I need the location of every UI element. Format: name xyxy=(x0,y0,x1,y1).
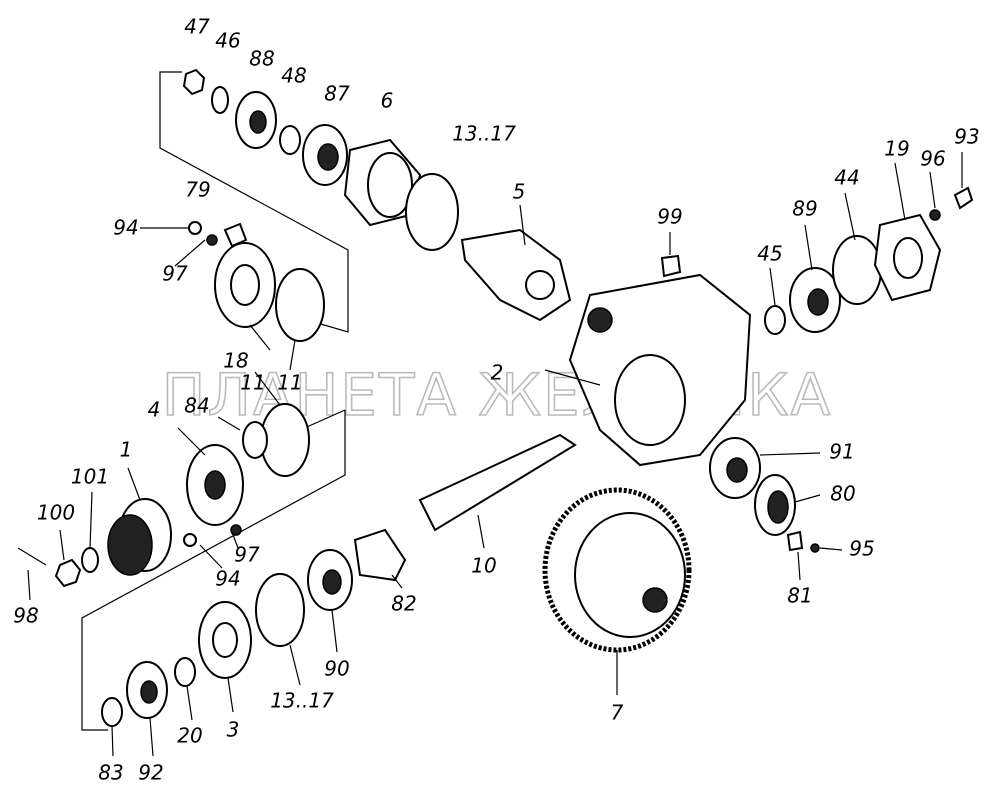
part-label-46: 46 xyxy=(215,29,240,53)
drive-gear-5 xyxy=(460,228,572,322)
part-label-48: 48 xyxy=(281,64,306,88)
shim-44 xyxy=(832,235,882,305)
washer-101 xyxy=(81,547,99,573)
part-label-92: 92 xyxy=(138,761,163,785)
parts xyxy=(17,68,974,727)
part-label-5: 5 xyxy=(513,180,526,204)
part-label-87: 87 xyxy=(324,82,350,106)
ring-84 xyxy=(242,421,268,459)
part-label-90: 90 xyxy=(324,657,349,681)
part-label-45: 45 xyxy=(757,242,782,266)
lock-81 xyxy=(786,530,804,552)
part-label-100: 100 xyxy=(37,501,75,525)
part-label-84: 84 xyxy=(184,394,209,418)
part-label-91: 91 xyxy=(829,440,854,464)
spacer-48 xyxy=(279,125,301,155)
part-label-82: 82 xyxy=(391,592,416,616)
part-label-97-top: 97 xyxy=(162,262,188,286)
leader-lines xyxy=(27,152,963,757)
bolt-94-bottom xyxy=(183,533,197,547)
part-label-47: 47 xyxy=(184,15,210,39)
nut-47 xyxy=(182,68,206,96)
washer-97-top xyxy=(206,234,218,246)
shim-11-mid xyxy=(260,403,310,477)
washer-96 xyxy=(929,209,941,221)
part-label-101: 101 xyxy=(71,465,109,489)
part-label-4: 4 xyxy=(148,398,161,422)
part-label-93: 93 xyxy=(954,125,979,149)
shim-13-17-top xyxy=(405,173,459,251)
part-label-1: 1 xyxy=(120,438,133,462)
part-label-95: 95 xyxy=(849,537,874,561)
part-label-94-top: 94 xyxy=(113,216,138,240)
part-label-88: 88 xyxy=(249,47,274,71)
part-label-99: 99 xyxy=(657,205,682,229)
plug-99 xyxy=(660,254,682,278)
part-label-3: 3 xyxy=(227,718,240,742)
part-label-97-bottom: 97 xyxy=(234,543,260,567)
nut-100 xyxy=(54,558,82,588)
ring-45 xyxy=(764,305,786,335)
part-label-79: 79 xyxy=(185,178,210,202)
part-label-20: 20 xyxy=(177,724,202,748)
part-label-18: 18 xyxy=(223,349,248,373)
cotter-pin-98 xyxy=(17,547,47,566)
shaft-10 xyxy=(418,433,577,532)
washer-97-bottom xyxy=(230,524,242,536)
plate-79 xyxy=(223,222,248,248)
part-label-94-bottom: 94 xyxy=(215,567,240,591)
part-label-13-17-top: 13..17 xyxy=(452,122,516,146)
part-label-7: 7 xyxy=(611,701,624,725)
gear-82 xyxy=(353,528,407,582)
part-label-11-b: 11 xyxy=(240,371,265,395)
part-label-19: 19 xyxy=(884,137,909,161)
bolt-95 xyxy=(810,543,820,553)
bolt-94-top xyxy=(188,221,202,235)
part-label-10: 10 xyxy=(471,554,496,578)
part-label-96: 96 xyxy=(920,147,945,171)
part-label-80: 80 xyxy=(830,482,855,506)
part-label-13-17-bottom: 13..17 xyxy=(270,689,334,713)
shim-11-top xyxy=(275,268,325,342)
part-label-89: 89 xyxy=(792,197,817,221)
bolt-93 xyxy=(953,186,974,210)
shim-13-17-bottom xyxy=(255,573,305,647)
part-label-6: 6 xyxy=(381,89,394,113)
part-label-2: 2 xyxy=(491,361,504,385)
ring-46 xyxy=(211,86,229,114)
part-label-83: 83 xyxy=(98,761,123,785)
part-label-11-a: 11 xyxy=(277,371,302,395)
ring-83 xyxy=(101,697,123,727)
part-label-98: 98 xyxy=(13,604,38,628)
part-label-81: 81 xyxy=(787,584,812,608)
part-label-44: 44 xyxy=(834,166,859,190)
ring-20 xyxy=(174,657,196,687)
